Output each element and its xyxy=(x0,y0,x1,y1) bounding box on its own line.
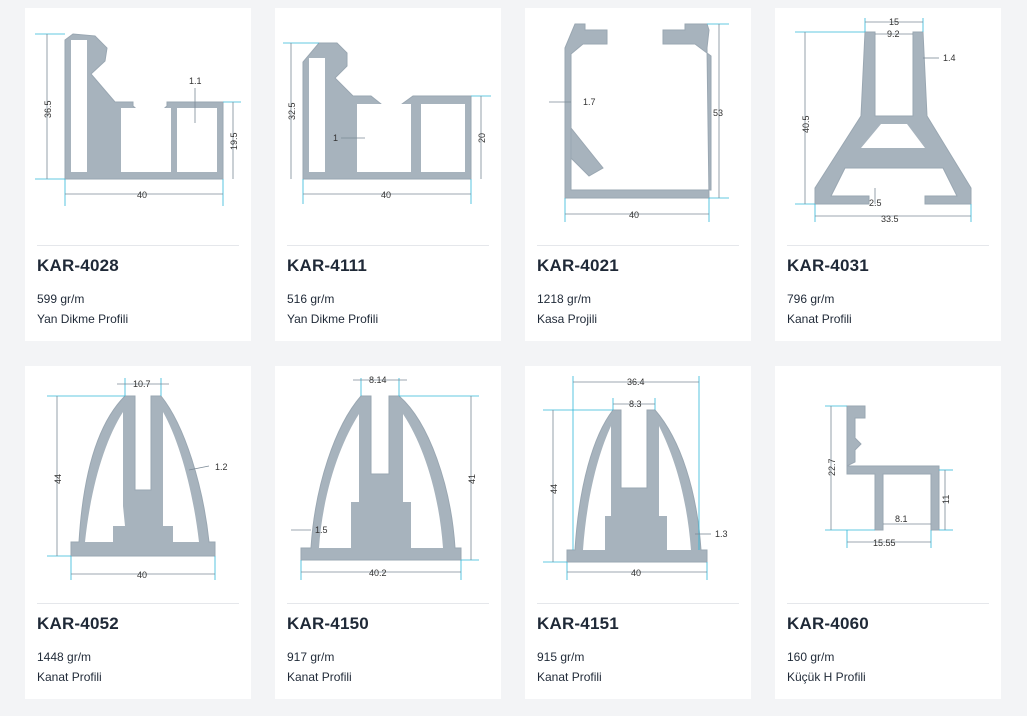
product-card-kar-4031[interactable]: 15 9.2 1.4 40.5 2.5 33.5 KAR-4031 796 gr… xyxy=(775,8,1001,341)
dimension-label: 1 xyxy=(333,133,338,143)
divider xyxy=(537,603,739,604)
dimension-label: 40 xyxy=(631,568,641,578)
product-type: Kanat Profili xyxy=(37,670,102,684)
dimension-label: 22.7 xyxy=(827,458,837,476)
product-type: Kanat Profili xyxy=(287,670,352,684)
profile-drawing: 36.5 1.1 19.5 40 xyxy=(25,8,251,233)
dimension-label: 1.1 xyxy=(189,76,202,86)
dimension-label: 1.4 xyxy=(943,53,956,63)
dimension-label: 15.55 xyxy=(873,538,896,548)
product-card-kar-4151[interactable]: 36.4 8.3 44 1.3 40 KAR-4151 915 gr/m Kan… xyxy=(525,366,751,699)
product-code: KAR-4150 xyxy=(287,614,369,633)
divider xyxy=(787,603,989,604)
product-type: Kanat Profili xyxy=(537,670,602,684)
product-code: KAR-4151 xyxy=(537,614,619,633)
dimension-label: 9.2 xyxy=(887,29,900,39)
dimension-label: 1.3 xyxy=(715,529,728,539)
product-card-kar-4028[interactable]: 36.5 1.1 19.5 40 KAR-4028 599 gr/m Yan D… xyxy=(25,8,251,341)
divider xyxy=(537,245,739,246)
dimension-label: 11 xyxy=(941,495,951,504)
product-weight: 599 gr/m xyxy=(37,292,85,306)
dimension-label: 36.4 xyxy=(627,377,645,387)
product-code: KAR-4021 xyxy=(537,256,619,275)
dimension-label: 40 xyxy=(381,190,391,200)
dimension-label: 36.5 xyxy=(43,100,53,118)
product-type: Küçük H Profili xyxy=(787,670,866,684)
product-weight: 915 gr/m xyxy=(537,650,585,664)
dimension-label: 44 xyxy=(53,474,63,484)
dimension-label: 20 xyxy=(477,133,487,143)
profile-drawing: 36.4 8.3 44 1.3 40 xyxy=(525,366,751,591)
dimension-label: 8.3 xyxy=(629,399,642,409)
profile-drawing: 32.5 1 20 40 xyxy=(275,8,501,233)
product-type: Yan Dikme Profili xyxy=(287,312,379,326)
product-code: KAR-4052 xyxy=(37,614,119,633)
divider xyxy=(287,245,489,246)
product-card-kar-4052[interactable]: 10.7 1.2 44 40 KAR-4052 1448 gr/m Kanat … xyxy=(25,366,251,699)
profile-drawing: 22.7 11 8.1 15.55 xyxy=(775,366,1001,591)
dimension-label: 32.5 xyxy=(287,102,297,120)
product-type: Yan Dikme Profili xyxy=(37,312,129,326)
product-code: KAR-4028 xyxy=(37,256,119,275)
dimension-label: 53 xyxy=(713,108,723,118)
dimension-label: 2.5 xyxy=(869,198,882,208)
product-code: KAR-4111 xyxy=(287,256,368,275)
dimension-label: 40.2 xyxy=(369,568,387,578)
product-type: Kanat Profili xyxy=(787,312,852,326)
dimension-label: 40 xyxy=(137,570,147,580)
dimension-label: 33.5 xyxy=(881,214,899,224)
product-card-kar-4111[interactable]: 32.5 1 20 40 KAR-4111 516 gr/m Yan Dikme… xyxy=(275,8,501,341)
profile-drawing: 10.7 1.2 44 40 xyxy=(25,366,251,591)
product-weight: 796 gr/m xyxy=(787,292,835,306)
dimension-label: 1.7 xyxy=(583,97,596,107)
product-card-kar-4021[interactable]: 40 53 1.7 KAR-4021 1218 gr/m Kasa Projil… xyxy=(525,8,751,341)
dimension-label: 40 xyxy=(137,190,147,200)
dimension-label: 8.14 xyxy=(369,375,387,385)
product-weight: 160 gr/m xyxy=(787,650,835,664)
product-weight: 516 gr/m xyxy=(287,292,335,306)
dimension-label: 10.7 xyxy=(133,379,151,389)
product-type: Kasa Projili xyxy=(537,312,598,326)
product-card-kar-4060[interactable]: 22.7 11 8.1 15.55 KAR-4060 160 gr/m Küçü… xyxy=(775,366,1001,699)
divider xyxy=(287,603,489,604)
dimension-label: 44 xyxy=(549,484,559,494)
profile-drawing: 15 9.2 1.4 40.5 2.5 33.5 xyxy=(775,8,1001,233)
product-weight: 917 gr/m xyxy=(287,650,335,664)
profile-drawing: 40 53 1.7 xyxy=(525,8,751,233)
dimension-label: 8.1 xyxy=(895,514,908,524)
product-card-kar-4150[interactable]: 8.14 41 1.5 40.2 KAR-4150 917 gr/m Kanat… xyxy=(275,366,501,699)
divider xyxy=(37,603,239,604)
dimension-label: 40 xyxy=(629,210,639,220)
dimension-label: 19.5 xyxy=(229,132,239,150)
divider xyxy=(787,245,989,246)
dimension-label: 40.5 xyxy=(801,115,811,133)
dimension-label: 41 xyxy=(467,474,477,484)
dimension-label: 15 xyxy=(889,17,899,27)
dimension-label: 1.2 xyxy=(215,462,228,472)
dimension-label: 1.5 xyxy=(315,525,328,535)
product-code: KAR-4031 xyxy=(787,256,869,275)
product-weight: 1218 gr/m xyxy=(537,292,592,306)
profile-drawing: 8.14 41 1.5 40.2 xyxy=(275,366,501,591)
product-code: KAR-4060 xyxy=(787,614,869,633)
divider xyxy=(37,245,239,246)
product-weight: 1448 gr/m xyxy=(37,650,92,664)
